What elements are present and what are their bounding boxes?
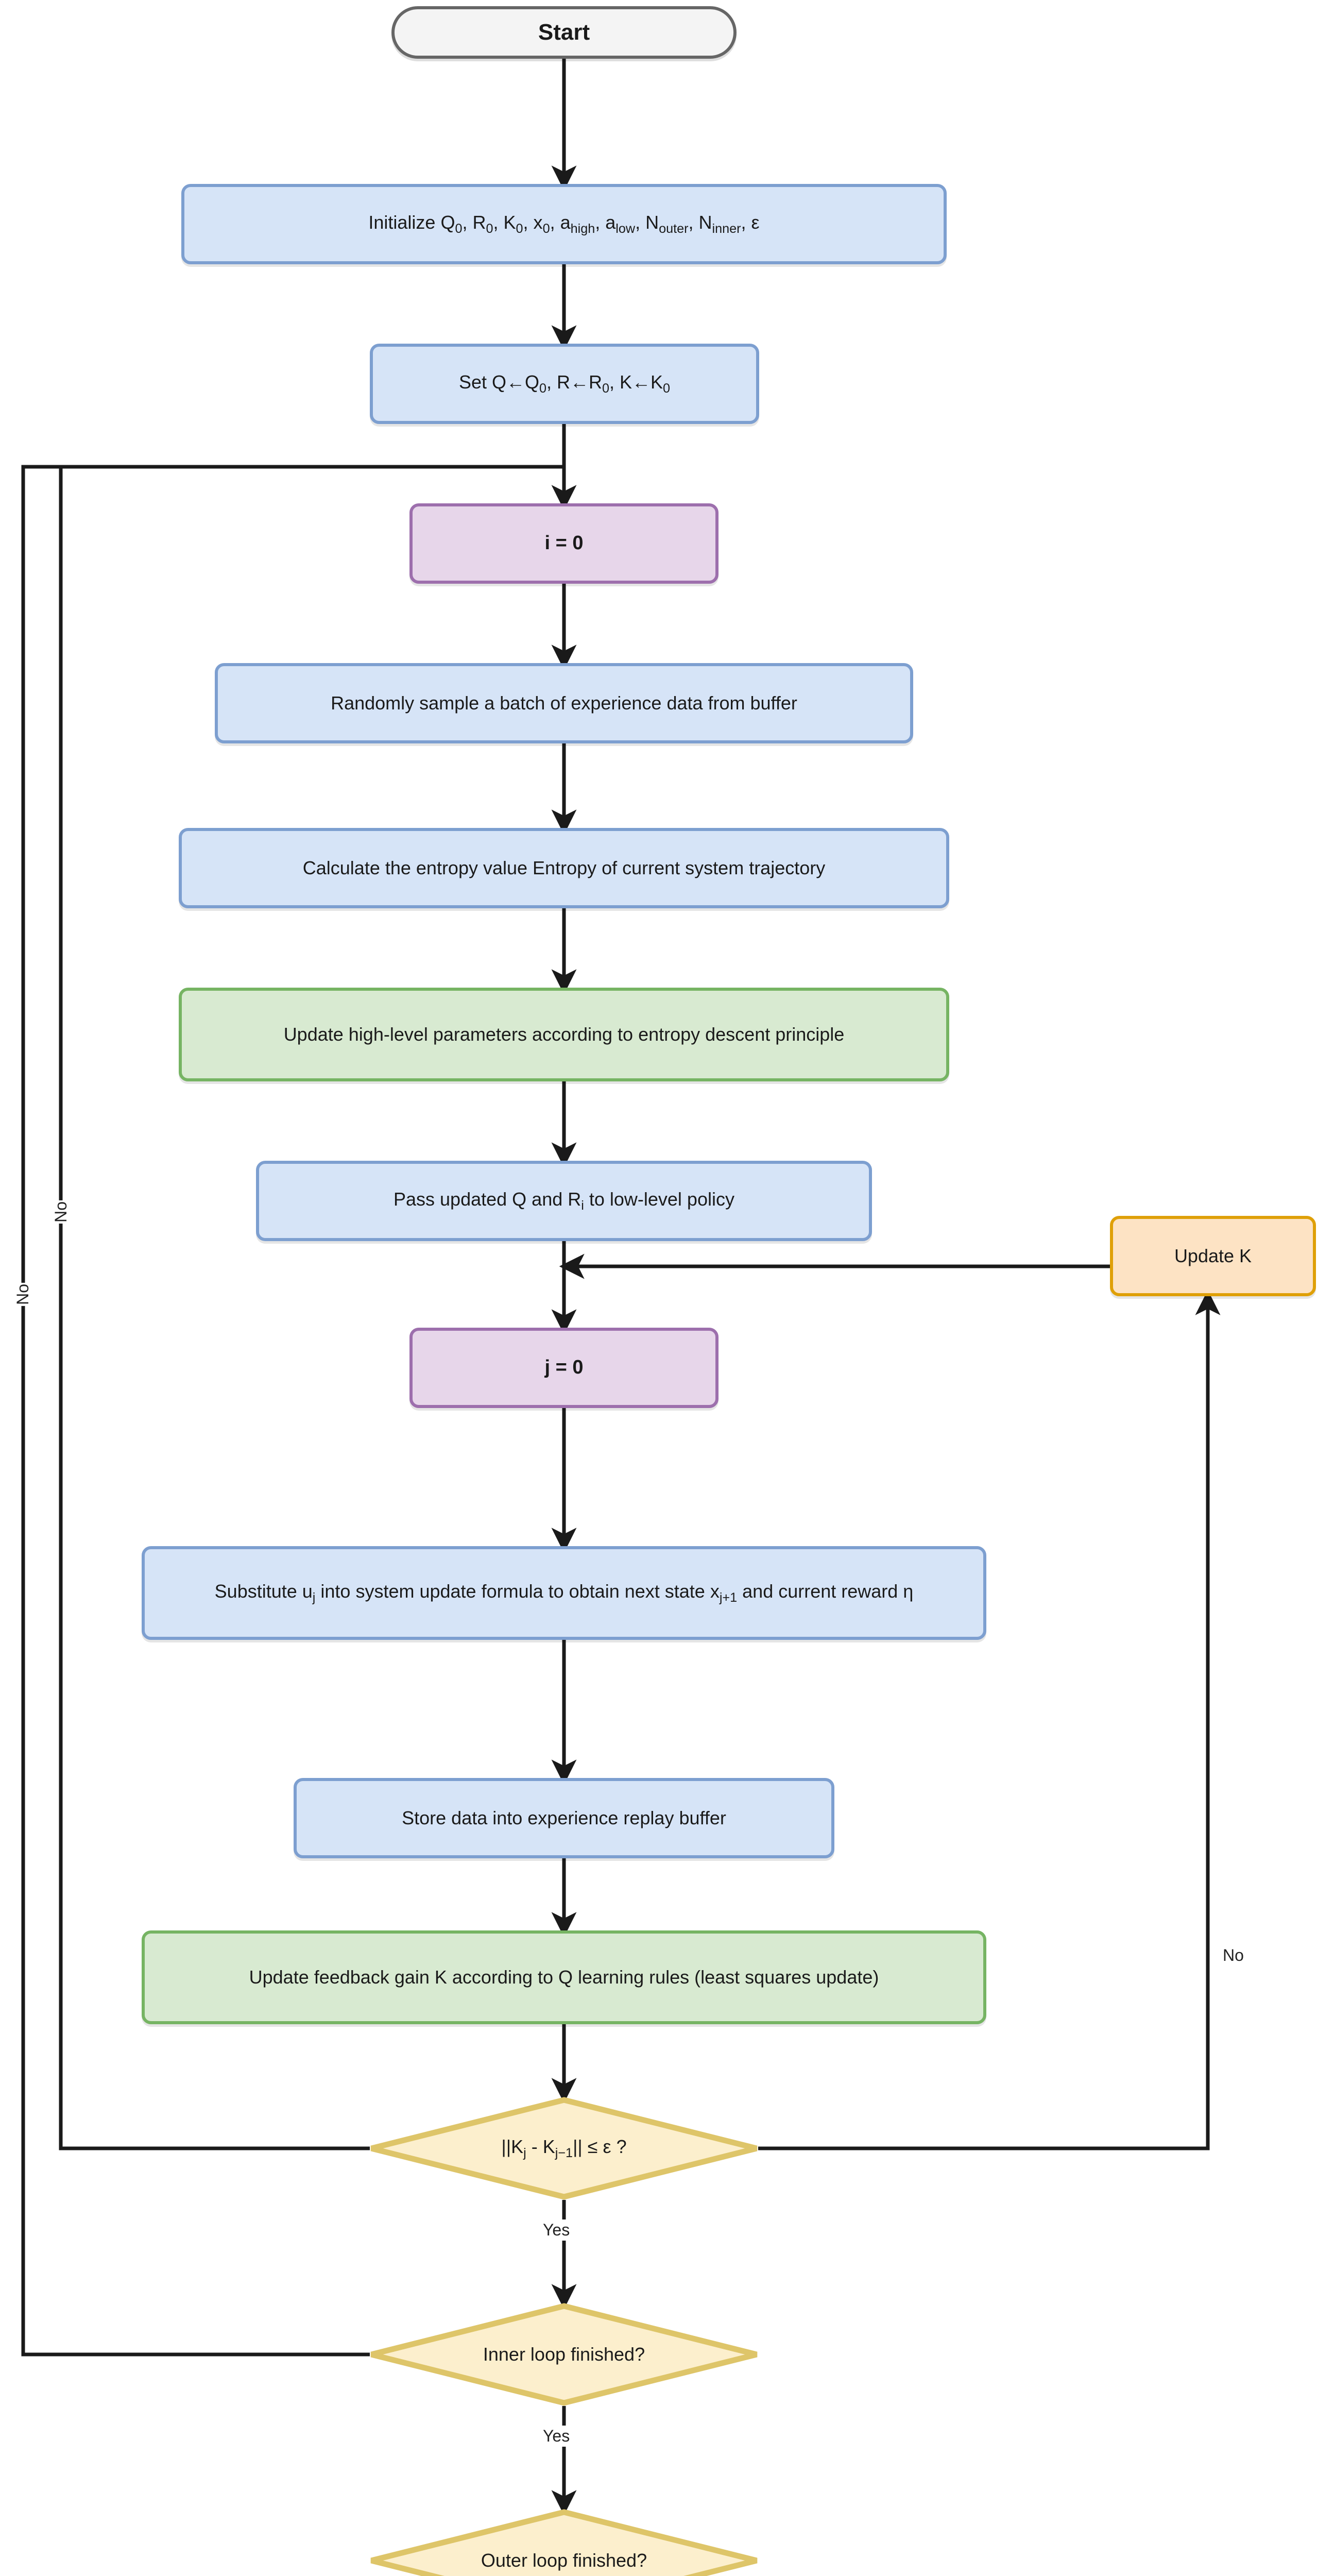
edge-innerdone-no-loopback bbox=[21, 465, 562, 2357]
node-i-zero-label: i = 0 bbox=[544, 532, 584, 554]
node-initialize[interactable]: Initialize Q0, R0, K0, x0, ahigh, alow, … bbox=[181, 184, 947, 264]
node-update-k[interactable]: Update K bbox=[1110, 1216, 1316, 1296]
diamond-shape-outer-done bbox=[370, 2509, 758, 2576]
node-j-zero[interactable]: j = 0 bbox=[409, 1328, 719, 1408]
node-sample-batch-label: Randomly sample a batch of experience da… bbox=[331, 692, 797, 714]
node-store-data[interactable]: Store data into experience replay buffer bbox=[294, 1778, 834, 1858]
node-set-params[interactable]: Set Q←Q0, R←R0, K←K0 bbox=[370, 344, 759, 424]
node-start-label: Start bbox=[538, 20, 590, 45]
node-i-zero[interactable]: i = 0 bbox=[409, 503, 719, 584]
edge-label-inner-yes: Yes bbox=[540, 2426, 573, 2447]
node-substitute-u-label: Substitute uj into system update formula… bbox=[214, 1581, 914, 1605]
node-calc-entropy[interactable]: Calculate the entropy value Entropy of c… bbox=[179, 828, 949, 908]
node-inner-done[interactable]: Inner loop finished? bbox=[368, 2303, 760, 2406]
edge-label-converged-no-left: No bbox=[48, 1200, 74, 1224]
edge-label-inner-no: No bbox=[10, 1283, 36, 1306]
node-update-high-level[interactable]: Update high-level parameters according t… bbox=[179, 988, 949, 1081]
node-update-k-label: Update K bbox=[1174, 1245, 1252, 1266]
node-start[interactable]: Start bbox=[391, 6, 737, 59]
node-outer-done-label: Outer loop finished? bbox=[481, 2550, 647, 2571]
node-j-zero-label: j = 0 bbox=[544, 1357, 584, 1379]
diamond-shape-inner-done bbox=[370, 2303, 758, 2406]
node-update-gain[interactable]: Update feedback gain K according to Q le… bbox=[142, 1930, 986, 2024]
node-inner-done-label: Inner loop finished? bbox=[483, 2344, 645, 2365]
node-converged[interactable]: ||Kj - Kj−1|| ≤ ε ? bbox=[368, 2097, 760, 2200]
node-update-gain-label: Update feedback gain K according to Q le… bbox=[249, 1966, 879, 1988]
node-calc-entropy-label: Calculate the entropy value Entropy of c… bbox=[302, 857, 826, 878]
node-pass-to-low-level[interactable]: Pass updated Q and Ri to low-level polic… bbox=[256, 1161, 872, 1241]
diamond-shape-converged bbox=[370, 2097, 758, 2200]
node-outer-done[interactable]: Outer loop finished? bbox=[368, 2509, 760, 2576]
node-substitute-u[interactable]: Substitute uj into system update formula… bbox=[142, 1546, 986, 1640]
node-set-params-label: Set Q←Q0, R←R0, K←K0 bbox=[458, 371, 671, 396]
node-store-data-label: Store data into experience replay buffer bbox=[402, 1807, 726, 1828]
node-converged-label: ||Kj - Kj−1|| ≤ ε ? bbox=[501, 2136, 627, 2161]
edge-label-converged-no-right: No bbox=[1220, 1945, 1247, 1966]
node-initialize-label: Initialize Q0, R0, K0, x0, ahigh, alow, … bbox=[368, 212, 760, 236]
node-update-high-level-label: Update high-level parameters according t… bbox=[283, 1023, 845, 1045]
node-sample-batch[interactable]: Randomly sample a batch of experience da… bbox=[215, 663, 913, 743]
node-pass-to-low-level-label: Pass updated Q and Ri to low-level polic… bbox=[394, 1189, 734, 1213]
edge-label-converged-yes: Yes bbox=[540, 2219, 573, 2241]
